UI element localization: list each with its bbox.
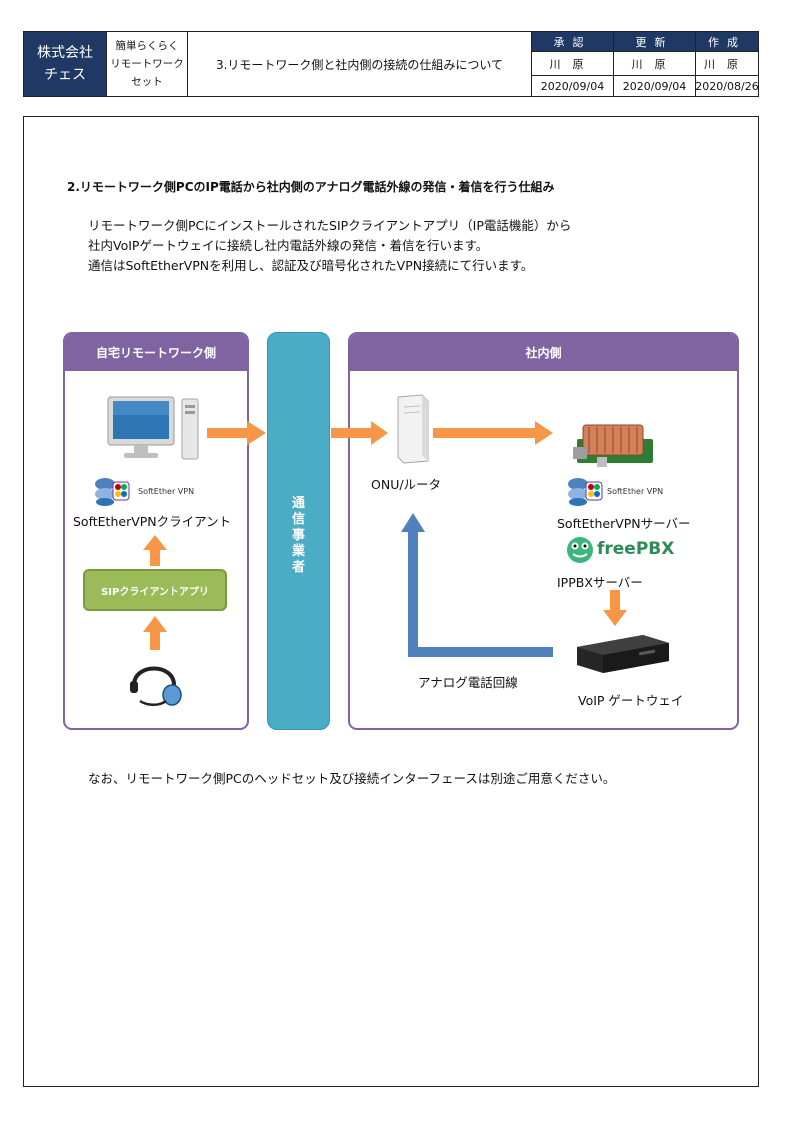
approved-by: 川原 bbox=[532, 52, 614, 76]
server-board-icon bbox=[573, 424, 653, 467]
voip-gateway-icon bbox=[577, 635, 669, 673]
ippbx-server-label: IPPBXサーバー bbox=[557, 575, 643, 590]
vpn-client-label: SoftEtherVPNクライアント bbox=[73, 514, 232, 529]
arrow-carrier-to-onu bbox=[331, 421, 388, 445]
created-date: 2020/08/26 bbox=[695, 79, 759, 93]
intro-line: 社内VoIPゲートウェイに接続し社内電話外線の発信・着信を行います。 bbox=[88, 238, 489, 253]
intro-paragraph: リモートワーク側PCにインストールされたSIPクライアントアプリ（IP電話機能）… bbox=[88, 216, 571, 276]
document-header: 株式会社 チェス 簡単らくらく リモートワーク セット 3.リモートワーク側と社… bbox=[23, 31, 759, 97]
updated-header: 更新 bbox=[614, 32, 696, 52]
analog-line-label: アナログ電話回線 bbox=[418, 675, 518, 690]
softether-server-logo-icon bbox=[568, 478, 603, 506]
carrier-label: 通 信 事 業 者 bbox=[291, 496, 305, 575]
arrow-sip-to-vpn bbox=[143, 535, 167, 566]
headset-icon bbox=[130, 666, 182, 706]
vpn-server-label: SoftEtherVPNサーバー bbox=[557, 516, 691, 531]
arrow-pbx-to-gateway bbox=[603, 590, 627, 626]
office-side-title: 社内側 bbox=[350, 334, 737, 371]
arrow-analog-line bbox=[401, 513, 553, 657]
updated-by: 川原 bbox=[614, 52, 696, 76]
freepbx-logo-text: freePBX bbox=[597, 539, 675, 559]
intro-line: リモートワーク側PCにインストールされたSIPクライアントアプリ（IP電話機能）… bbox=[88, 218, 572, 233]
intro-line: 通信はSoftEtherVPNを利用し、認証及び暗号化されたVPN接続にて行いま… bbox=[88, 258, 534, 273]
softether-logo-text: SoftEther VPN bbox=[138, 487, 195, 496]
voip-gateway-label: VoIP ゲートウェイ bbox=[578, 693, 684, 708]
content-frame bbox=[23, 116, 759, 1087]
arrow-pc-to-carrier bbox=[207, 421, 266, 445]
softether-server-logo-text: SoftEther VPN bbox=[607, 487, 664, 496]
onu-router-label: ONU/ルータ bbox=[371, 477, 442, 492]
updated-date: 2020/09/04 bbox=[614, 76, 696, 96]
arrow-headset-to-sip bbox=[143, 616, 167, 650]
document-title: 3.リモートワーク側と社内側の接続の仕組みについて bbox=[188, 32, 532, 96]
pc-icon bbox=[107, 396, 199, 460]
created-by: 川原 bbox=[696, 52, 758, 76]
freepbx-frog-icon bbox=[567, 537, 593, 563]
approved-header: 承認 bbox=[532, 32, 614, 52]
softether-logo-icon bbox=[95, 478, 130, 506]
product-name: 簡単らくらく リモートワーク セット bbox=[107, 32, 188, 96]
approved-date: 2020/09/04 bbox=[532, 76, 614, 96]
company-name: 株式会社 チェス bbox=[24, 32, 107, 96]
remote-side-title: 自宅リモートワーク側 bbox=[65, 334, 247, 371]
section-title: 2.リモートワーク側PCのIP電話から社内側のアナログ電話外線の発信・着信を行う… bbox=[67, 180, 555, 194]
sip-client-app-box: SIPクライアントアプリ bbox=[83, 569, 227, 611]
footnote: なお、リモートワーク側PCのヘッドセット及び接続インターフェースは別途ご用意くだ… bbox=[88, 771, 616, 786]
router-icon bbox=[397, 394, 429, 464]
carrier-bar: 通 信 事 業 者 bbox=[267, 332, 330, 730]
arrow-onu-to-server bbox=[433, 421, 553, 445]
created-header: 作成 bbox=[696, 32, 758, 52]
